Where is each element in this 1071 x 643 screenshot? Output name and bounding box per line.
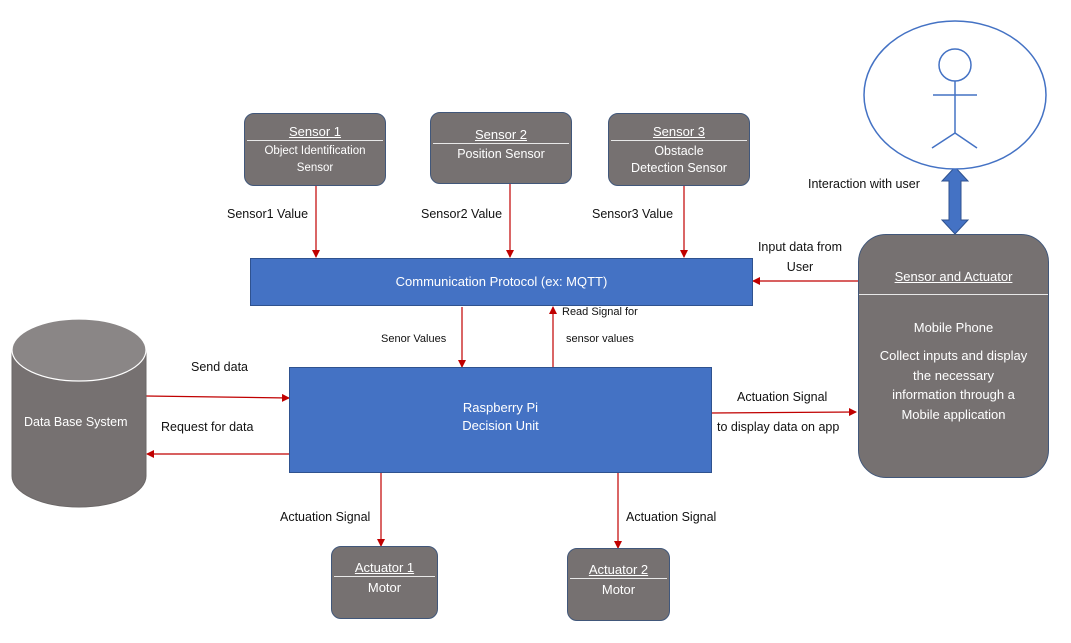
actuator-1-subtitle: Motor — [367, 580, 402, 595]
interaction-user-label: Interaction with user — [808, 177, 920, 191]
sensor-3-box: Sensor 3 Obstacle Detection Sensor — [608, 113, 750, 186]
raspberry-pi-title: Raspberry Pi — [462, 400, 539, 415]
actuator-1-divider — [334, 576, 435, 577]
arrow-pi-to-mobile — [710, 408, 857, 417]
senor-values-label: Senor Values — [381, 333, 447, 345]
actuator-2-subtitle: Motor — [601, 582, 636, 597]
arrow-db-to-pi — [145, 393, 290, 402]
input-data-user-label: Input data from User — [757, 240, 843, 274]
mobile-box-title: Sensor and Actuator — [894, 269, 1013, 284]
raspberry-pi-subtitle: Decision Unit — [462, 418, 539, 433]
actuation-signal-2-label: Actuation Signal — [626, 510, 717, 524]
display-on-app-label: to display data on app — [717, 420, 840, 434]
actuator-1-box: Actuator 1 Motor — [331, 546, 438, 619]
sensor-2-box: Sensor 2 Position Sensor — [430, 112, 572, 184]
actuator-2-box: Actuator 2 Motor — [567, 548, 670, 621]
sensor-2-title: Sensor 2 — [474, 127, 528, 142]
user-interaction-double-arrow — [940, 166, 970, 235]
sensor-1-title: Sensor 1 — [288, 124, 342, 139]
sensor-2-value-label: Sensor2 Value — [421, 207, 503, 221]
communication-protocol-label: Communication Protocol (ex: MQTT) — [395, 274, 608, 289]
sensor-2-subtitle: Position Sensor — [457, 147, 545, 161]
sensor-1-divider — [247, 140, 383, 141]
communication-protocol-box: Communication Protocol (ex: MQTT) — [250, 258, 753, 306]
actuation-signal-1-label: Actuation Signal — [280, 510, 371, 524]
sensor-3-subtitle: Obstacle Detection Sensor — [631, 144, 727, 175]
mobile-phone-box: Sensor and Actuator Mobile Phone Collect… — [858, 234, 1049, 478]
database-cylinder — [11, 318, 147, 508]
database-label: Data Base System — [24, 415, 128, 429]
actuator-1-title: Actuator 1 — [354, 560, 415, 575]
sensor-3-value-label: Sensor3 Value — [592, 207, 674, 221]
mobile-phone-name: Mobile Phone — [913, 320, 994, 335]
actuator-2-divider — [570, 578, 667, 579]
raspberry-pi-box: Raspberry Pi Decision Unit — [289, 367, 712, 473]
actuation-signal-app-label: Actuation Signal — [737, 390, 828, 404]
sensor-3-divider — [611, 140, 747, 141]
read-signal-label-2: sensor values — [566, 333, 634, 345]
user-actor-icon — [863, 20, 1047, 170]
sensor-2-divider — [433, 143, 569, 144]
sensor-1-subtitle: Object Identification Sensor — [264, 145, 366, 174]
send-data-label: Send data — [191, 360, 248, 374]
sensor-1-box: Sensor 1 Object Identification Sensor — [244, 113, 386, 186]
actuator-2-title: Actuator 2 — [588, 562, 649, 577]
sensor-1-value-label: Sensor1 Value — [227, 207, 309, 221]
mobile-box-divider — [859, 294, 1048, 295]
sensor-3-title: Sensor 3 — [652, 124, 706, 139]
request-data-label: Request for data — [161, 420, 254, 434]
mobile-phone-description: Collect inputs and display the necessary… — [879, 348, 1028, 422]
read-signal-label: Read Signal for — [562, 306, 638, 318]
